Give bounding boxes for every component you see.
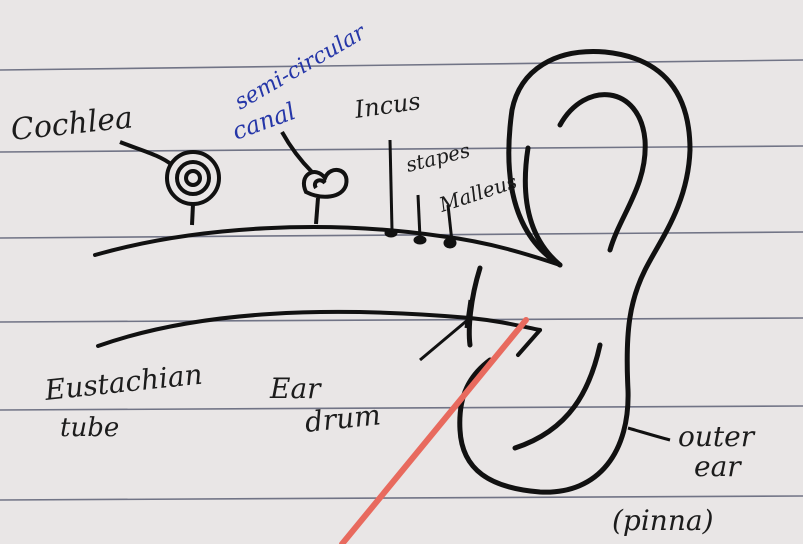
label-incus: Incus xyxy=(352,87,422,124)
label-outer-ear-line1: outer xyxy=(678,420,756,453)
label-eustachian-line2: tube xyxy=(60,413,119,443)
label-outer-ear-line3: (pinna) xyxy=(612,504,714,537)
label-cochlea: Cochlea xyxy=(9,100,134,148)
label-malleus: Malleus xyxy=(435,169,520,217)
label-eardrum-line1: Ear xyxy=(269,372,322,405)
outer-ear-pointer xyxy=(628,428,670,440)
label-outer-ear-line2: ear xyxy=(694,450,742,483)
semicircular-canal-drawing xyxy=(282,132,347,224)
cochlea-drawing xyxy=(120,142,219,225)
label-eardrum-line2: drum xyxy=(303,398,382,439)
eardrum-mark xyxy=(420,300,470,360)
label-stapes: stapes xyxy=(403,138,472,177)
ear-canal-drawing xyxy=(95,227,560,355)
outer-ear-pinna-drawing xyxy=(460,52,690,493)
label-eustachian-line1: Eustachian xyxy=(42,358,204,407)
